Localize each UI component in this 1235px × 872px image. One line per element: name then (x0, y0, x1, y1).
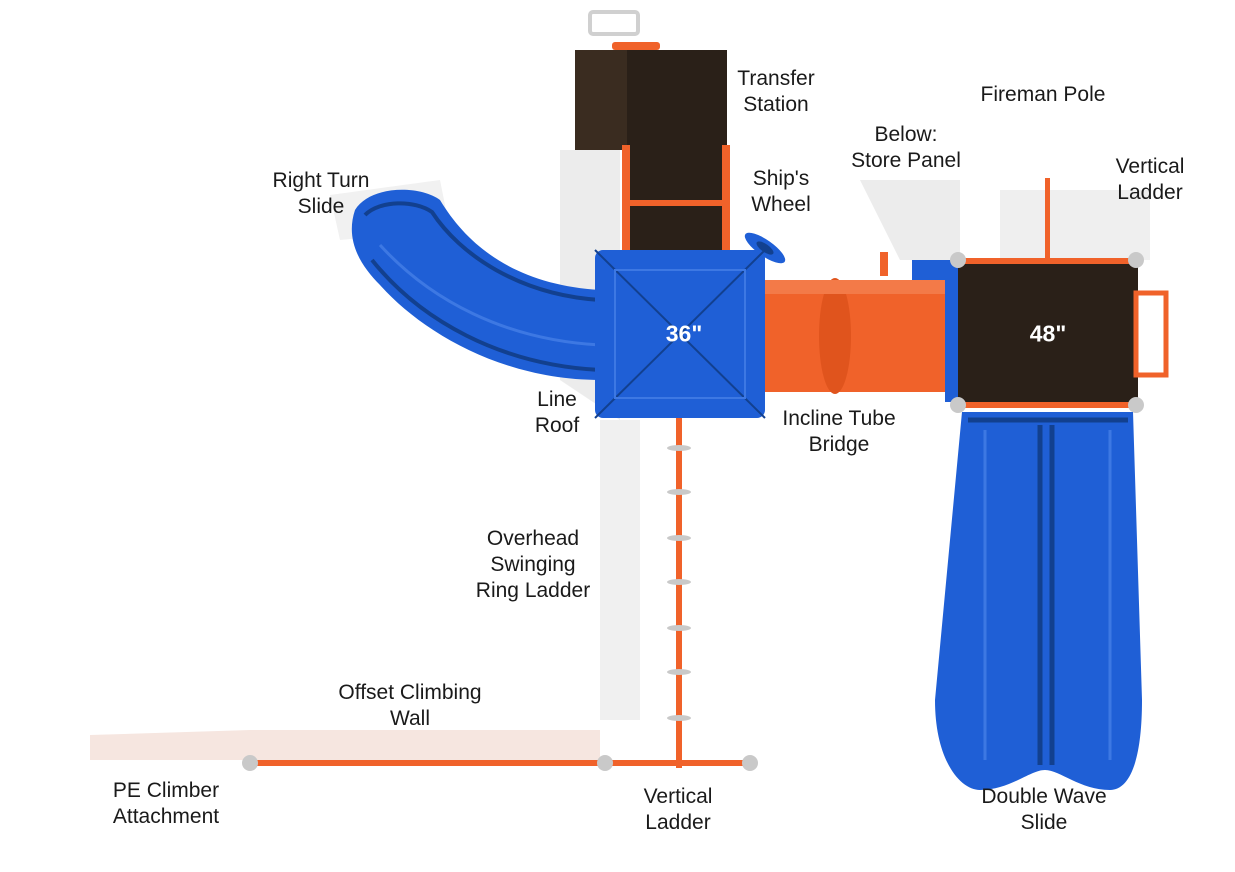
fireman-pole (1045, 178, 1050, 260)
label-below-store-panel: Below:Store Panel (851, 123, 961, 172)
line-roof-36 (594, 249, 766, 419)
deck-size-36: 36" (665, 320, 703, 347)
offset-climbing-wall-bar (242, 755, 758, 771)
right-turn-slide (351, 189, 601, 380)
overhead-ring-ladder (667, 418, 691, 768)
deck-48 (950, 252, 1169, 413)
double-wave-slide (935, 412, 1142, 790)
label-fireman-pole: Fireman Pole (980, 83, 1106, 106)
deck-size-48: 48" (1029, 320, 1067, 347)
ships-wheel (744, 232, 786, 264)
incline-tube-bridge (755, 252, 963, 402)
transfer-station (575, 50, 730, 255)
transfer-station-handle (588, 10, 660, 50)
